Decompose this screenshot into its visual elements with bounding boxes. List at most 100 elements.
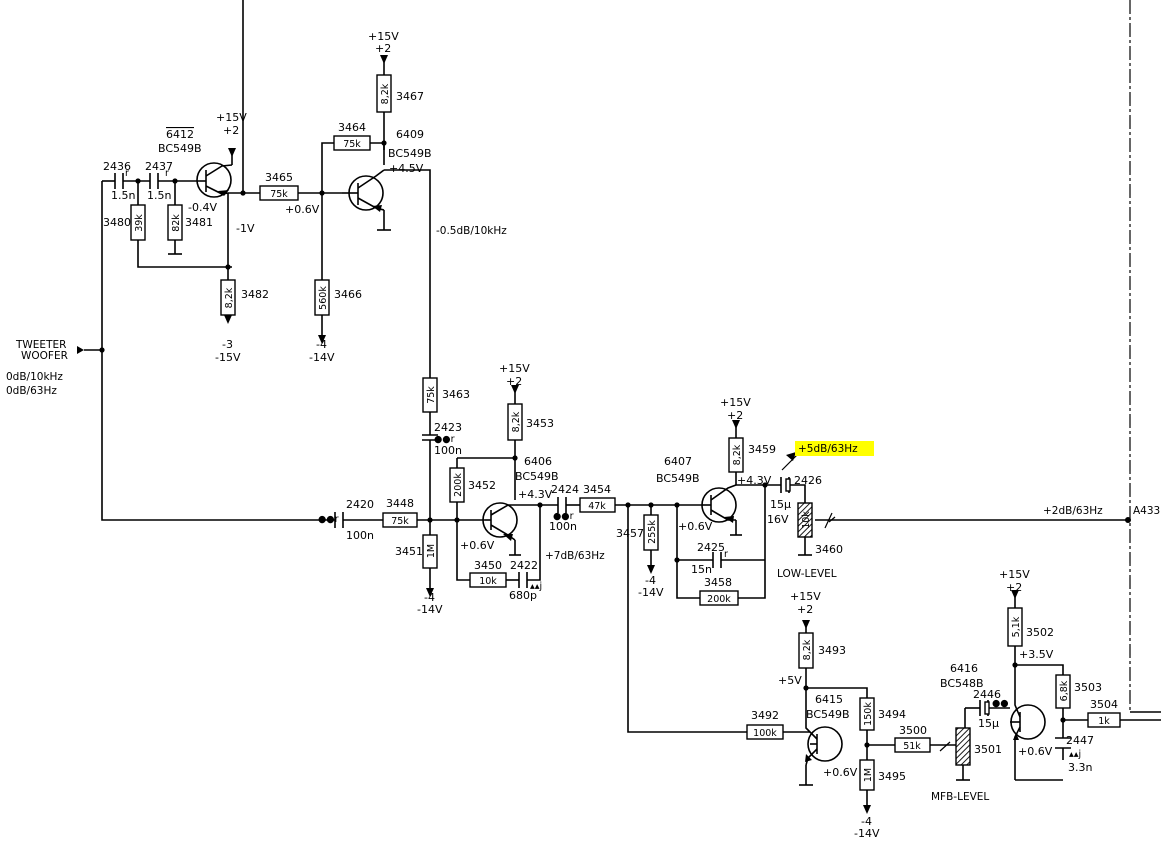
resistor-3448 [382, 512, 418, 528]
value-2447: 3.3n [1068, 761, 1092, 774]
value-3464: 75k [343, 139, 361, 150]
value-3482: 8,2k [224, 287, 235, 308]
ref-3503: 3503 [1074, 681, 1102, 694]
value-3454: 47k [588, 501, 606, 512]
value-2446: 15μ [978, 717, 999, 730]
ref-3457: 3457 [616, 527, 644, 540]
value-3503: 6,8k [1059, 680, 1070, 701]
ref-3466: 3466 [334, 288, 362, 301]
type-6412: BC549B [158, 142, 202, 155]
neg-3482-label: -15V [215, 351, 241, 364]
value-3458: 200k [707, 594, 731, 605]
value-3460: 10k [801, 511, 812, 529]
resistor-3481 [167, 204, 183, 241]
ref-3501: 3501 [974, 743, 1002, 756]
value-3494: 150k [863, 702, 874, 726]
resistor-3480 [130, 204, 146, 241]
value-3463: 75k [426, 386, 437, 404]
v-6407-base: +0.6V [678, 520, 713, 533]
value-2423: 100n [434, 444, 462, 457]
potentiometer-3460 [797, 502, 813, 538]
resistor-3450 [469, 572, 507, 588]
input-level-63hz: 0dB/63Hz [6, 385, 57, 397]
ref-3459: 3459 [748, 443, 776, 456]
neg-3466-label: -14V [309, 351, 335, 364]
type-6409: BC549B [388, 147, 432, 160]
resistor-3467 [376, 74, 392, 113]
ref-3482: 3482 [241, 288, 269, 301]
resistor-3453 [507, 403, 523, 441]
resistor-3464 [333, 135, 371, 151]
capacitor-2437 [149, 173, 159, 189]
annotations: TWEETER WOOFER 0dB/10kHz 0dB/63Hz -0.5dB… [6, 225, 1160, 803]
marker-2437: r [165, 168, 169, 179]
neg-3495-rail: -4 [861, 815, 872, 828]
voltage-2426: 16V [767, 513, 789, 526]
resistor-3495 [859, 759, 875, 791]
v-6415-emitter: +0.6V [823, 766, 858, 779]
resistor-3503 [1055, 674, 1071, 709]
capacitor-values: 1.5n 1.5n 100n 100n 100n 680p 15n 15μ 16… [111, 189, 1092, 774]
ref-2437: 2437 [145, 160, 173, 173]
ref-3451: 3451 [395, 545, 423, 558]
v-6416-collector: +3.5V [1019, 648, 1054, 661]
level-annotation-5db: +5dB/63Hz [798, 443, 858, 455]
voltage-labels: +15V +2 +15V +2 +15V +2 +15V +2 +15V +2 … [188, 30, 1054, 840]
supply-3467-label: +15V [368, 30, 399, 43]
supply-arrows [77, 55, 1019, 814]
neg-3451-rail: -4 [424, 591, 435, 604]
neg-3482-rail: -3 [222, 338, 233, 351]
ref-2447: 2447 [1066, 734, 1094, 747]
transistor-6406 [482, 502, 518, 541]
ref-3467: 3467 [396, 90, 424, 103]
resistor-3465 [259, 185, 299, 201]
ref-6412: 6412 [166, 128, 194, 141]
ref-3448: 3448 [386, 497, 414, 510]
ref-6409: 6409 [396, 128, 424, 141]
transistor-6409 [342, 169, 385, 212]
v-6412-emitter: -1V [236, 222, 255, 235]
marker-2447: ▴▴j [1069, 749, 1081, 760]
ref-3481: 3481 [185, 216, 213, 229]
capacitor-2423 [422, 434, 438, 441]
marker-2424: ●●r [553, 511, 574, 522]
ref-2446: 2446 [973, 688, 1001, 701]
value-3481: 82k [171, 214, 182, 232]
marker-2420: ●●r [318, 514, 339, 525]
v-6406-base: +0.6V [460, 539, 495, 552]
ref-2424: 2424 [551, 483, 579, 496]
resistor-3493 [798, 632, 814, 669]
supply-3453-rail: +2 [506, 375, 522, 388]
type-6415: BC549B [806, 708, 850, 721]
capacitor-2424 [557, 497, 567, 513]
ref-2420: 2420 [346, 498, 374, 511]
v-6415-collector: +5V [778, 674, 802, 687]
input-level-10khz: 0dB/10kHz [6, 371, 63, 383]
ref-3465: 3465 [265, 171, 293, 184]
value-3480: 39k [134, 214, 145, 232]
component-refs: 3480 3481 3482 3465 3464 3466 3467 3463 … [103, 90, 1118, 783]
value-3504: 1k [1098, 716, 1110, 727]
resistor-3451 [422, 534, 438, 569]
supply-3502-label: +15V [999, 568, 1030, 581]
ref-3453: 3453 [526, 417, 554, 430]
level-annotation-7db: +7dB/63Hz [545, 550, 605, 562]
marker-2422: ▴▴j [530, 581, 542, 592]
resistor-3457 [643, 514, 659, 551]
value-2425: 15n [691, 563, 712, 576]
supply-3467-rail: +2 [375, 42, 391, 55]
transistor-labels: 6412 BC549B 6409 BC549B 6406 BC549B 6407… [158, 128, 984, 721]
ref-3494: 3494 [878, 708, 906, 721]
ref-6416: 6416 [950, 662, 978, 675]
level-annotation-10khz: -0.5dB/10kHz [436, 225, 507, 237]
ref-6406: 6406 [524, 455, 552, 468]
neg-3495-label: -14V [854, 827, 880, 840]
ref-3460: 3460 [815, 543, 843, 556]
capacitor-2425 [712, 552, 722, 568]
neg-3457-label: -14V [638, 586, 664, 599]
ref-3450: 3450 [474, 559, 502, 572]
value-3467: 8,2k [380, 83, 391, 104]
value-3453: 8,2k [511, 411, 522, 432]
resistor-3459 [728, 437, 744, 473]
